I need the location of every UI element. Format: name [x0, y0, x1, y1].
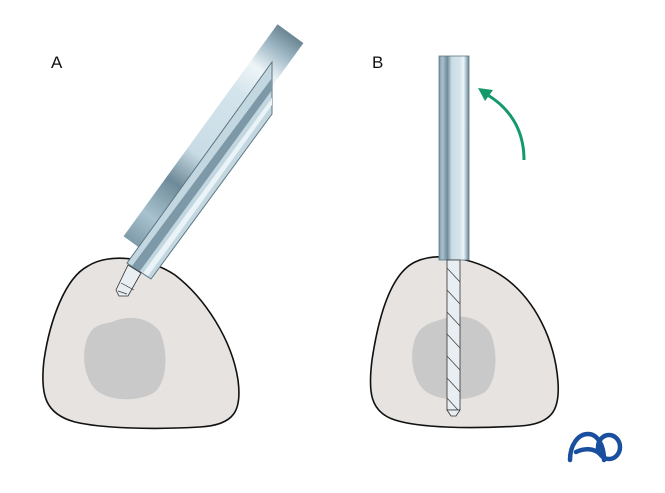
ao-logo [567, 431, 623, 463]
arrow-head-icon [478, 88, 493, 101]
panel-b [369, 55, 560, 429]
medullary-canal-a [84, 317, 166, 400]
drill-bit-tip-a [115, 264, 142, 297]
drill-bit-b [446, 259, 461, 417]
drill-sleeve-b [438, 55, 470, 261]
sleeve-highlight-a [143, 98, 272, 276]
panel-label-a: A [51, 53, 63, 72]
panel-a [42, 24, 304, 430]
panel-label-b: B [372, 53, 384, 72]
rotation-arrow-icon [485, 92, 526, 161]
sleeve-shading-a [132, 78, 272, 271]
drill-sleeve-a [123, 24, 304, 256]
drill-flute-a [117, 282, 135, 295]
